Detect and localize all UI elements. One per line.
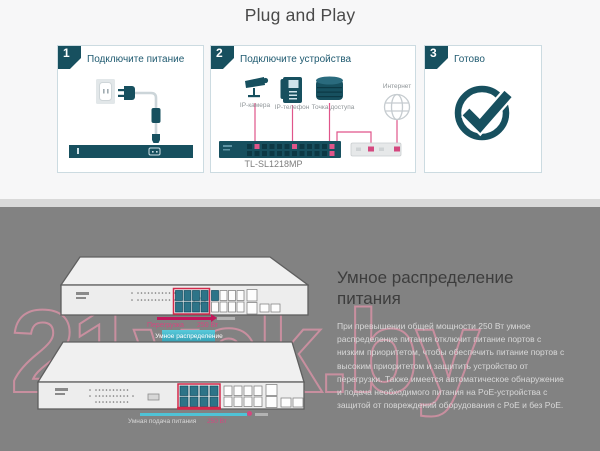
internet-globe-icon	[383, 93, 411, 121]
smart-power-label: Умная подача питания	[128, 418, 197, 425]
led-matrix	[131, 292, 176, 301]
plug-and-play-section: Plug and Play 1 Подключите питание	[0, 0, 600, 199]
switch-3d-balanced	[36, 341, 305, 410]
access-point-icon	[316, 76, 343, 100]
poe-ports	[175, 290, 209, 313]
step-2-card: 2 Подключите устройства	[210, 45, 416, 173]
power-outlet-icon	[96, 79, 115, 104]
overload-bar-tip	[211, 314, 217, 322]
switch-model-label: TL-SL1218MP	[244, 159, 303, 169]
label-ip-camera: IP-камера	[239, 102, 271, 109]
connect-power-illustration	[69, 79, 193, 158]
step-1-title: Подключите питание	[87, 54, 185, 65]
connect-devices-illustration	[219, 76, 411, 158]
power-plug-icon	[118, 86, 135, 100]
poe-ports	[179, 385, 219, 407]
smart-power-bar-rest	[255, 413, 268, 416]
feature-description: При превышении общей мощности 250 Вт умн…	[337, 321, 565, 411]
tp-link-logo	[55, 388, 68, 395]
dc-connector-icon	[152, 134, 160, 143]
switch-front-illustration	[219, 141, 341, 158]
overload-bar	[157, 317, 211, 320]
step-1-badge: 1	[58, 46, 81, 69]
smart-power-section: 21vek.by	[0, 207, 600, 451]
overload-highlight-box	[172, 287, 211, 315]
section-divider	[0, 199, 600, 207]
overload-bar-rest	[217, 317, 235, 320]
step-3-card: 3 Готово	[424, 45, 542, 173]
step-2-badge: 2	[211, 46, 234, 69]
ip-camera-icon	[245, 77, 269, 98]
router-illustration	[350, 142, 402, 157]
label-access-point: Точка доступа	[311, 104, 355, 111]
smart-power-value: 250 Вт	[207, 418, 227, 425]
step-1-card: 1 Подключите питание	[57, 45, 204, 173]
switch-rear-panel	[69, 145, 193, 158]
smart-power-marker	[247, 411, 252, 416]
smart-power-bar	[140, 413, 247, 416]
power-inlet-icon	[148, 147, 161, 156]
console-slot	[147, 393, 160, 401]
overload-label: Перегрузка	[147, 322, 184, 329]
ip-phone-icon	[280, 77, 302, 103]
step-3-badge: 3	[425, 46, 448, 69]
step-3-title: Готово	[454, 54, 485, 65]
feature-heading: Умное распределение питания	[337, 268, 514, 308]
power-cord	[135, 91, 158, 108]
power-adapter-icon	[151, 108, 161, 123]
switch-3d-overloaded	[60, 256, 309, 316]
label-ip-phone: IP-телефон	[274, 104, 310, 111]
label-internet: Интернет	[382, 83, 412, 90]
led-matrix	[89, 389, 134, 403]
standard-ports	[223, 384, 304, 408]
step-2-title: Подключите устройства	[240, 54, 352, 65]
page-title: Plug and Play	[244, 5, 356, 25]
tp-link-logo	[76, 292, 89, 299]
check-circle-icon	[454, 85, 514, 141]
network-cables	[254, 103, 398, 146]
standard-ports	[211, 289, 281, 315]
overload-value: 250 Вт	[197, 322, 219, 329]
